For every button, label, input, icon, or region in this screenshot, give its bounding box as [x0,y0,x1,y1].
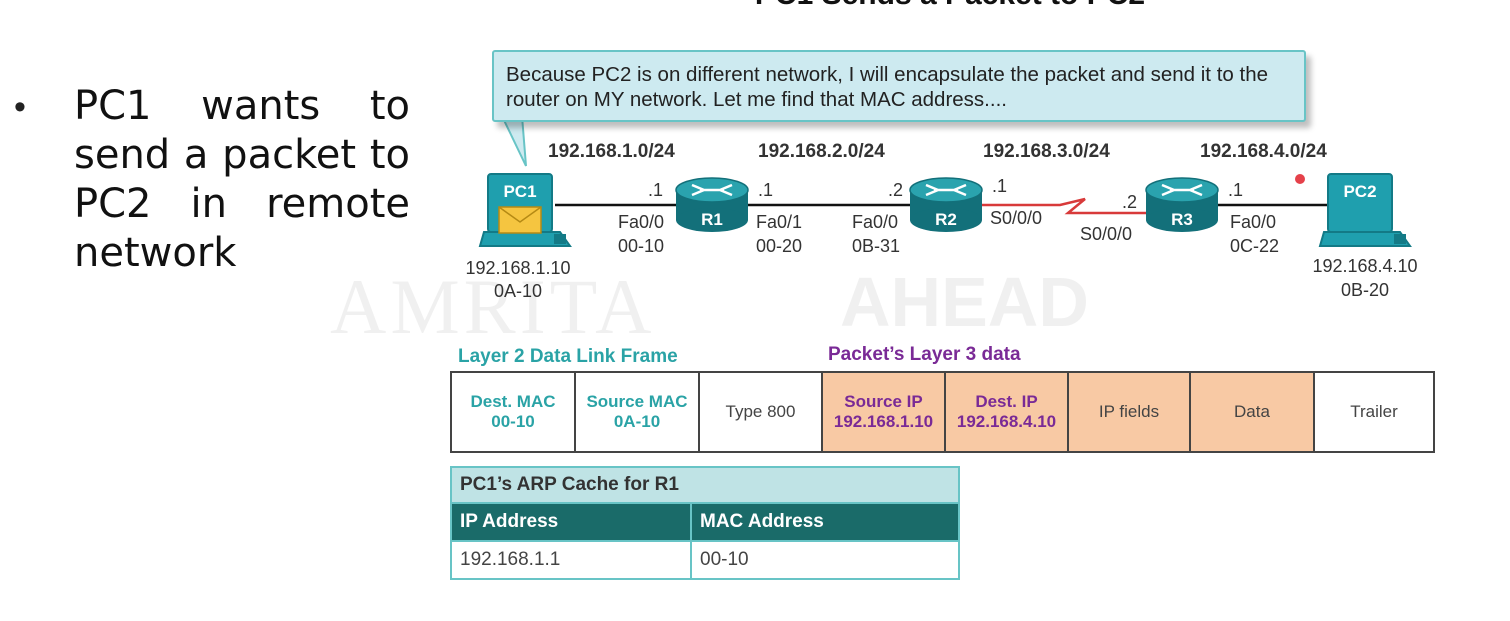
router-r2: R2 [908,176,984,234]
arp-header-row: IP Address MAC Address [452,504,958,542]
r1-left-port: Fa0/0 [618,212,665,232]
dest-ip-label: Dest. IP [975,392,1038,411]
arp-cell-ip: 192.168.1.1 [452,542,692,578]
r2-left-mac: 0B-31 [852,236,901,256]
computer-icon [1318,173,1412,247]
bullet-marker: • [14,88,26,126]
network-label-2: 192.168.2.0/24 [758,141,885,162]
r3-right-port: Fa0/0 [1230,212,1277,232]
frame-diagram: Dest. MAC 00-10 Source MAC 0A-10 Type 80… [450,371,1435,453]
speech-bubble-text: Because PC2 is on different network, I w… [506,63,1268,111]
dest-mac-label: Dest. MAC [470,392,556,411]
frame-cell-type: Type 800 [700,373,823,451]
network-label-4: 192.168.4.0/24 [1200,141,1327,162]
source-ip-label: Source IP [844,392,923,411]
router-r2-label: R2 [935,210,957,229]
arp-header-mac: MAC Address [692,504,958,540]
frame-cell-source-ip: Source IP 192.168.1.10 [823,373,946,451]
data-label: Data [1234,402,1270,421]
frame-cell-trailer: Trailer [1315,373,1433,451]
arp-header-ip: IP Address [452,504,692,540]
arp-cache-table: PC1’s ARP Cache for R1 IP Address MAC Ad… [450,466,960,580]
slide-title: PC1 Sends a Packet to PC2 [600,0,1300,12]
pc1-device: PC1 [478,168,573,253]
router-icon [1145,177,1219,232]
table-row: 192.168.1.1 00-10 [452,542,958,578]
router-r1: R1 [674,176,750,234]
source-ip-value: 192.168.1.10 [833,412,934,431]
pc1-ip: 192.168.1.10 [465,258,571,278]
router-r1-label: R1 [701,210,723,229]
r1-left-mac: 00-10 [618,236,665,256]
watermark-amrita: AMRITA [330,263,656,350]
pc2-device: PC2 [1318,168,1413,253]
watermark-ahead: AHEAD [840,263,1089,341]
arp-cell-mac: 00-10 [692,542,958,578]
frame-cell-data: Data [1191,373,1315,451]
callout-pointer [500,114,527,167]
envelope-icon [498,206,542,234]
router-icon [909,177,983,232]
frame-cell-dest-ip: Dest. IP 192.168.4.10 [946,373,1069,451]
layer2-title: Layer 2 Data Link Frame [458,346,678,367]
r3-right-mac: 0C-22 [1230,236,1280,256]
layer3-title: Packet’s Layer 3 data [828,344,1021,365]
r3-left-port: S0/0/0 [1080,224,1133,244]
pc2-ip: 192.168.4.10 [1312,256,1418,276]
router-r3-label: R3 [1171,210,1193,229]
r3-left-host: .2 [1122,192,1138,212]
r3-right-host: .1 [1228,180,1244,200]
r1-right-mac: 00-20 [756,236,803,256]
frame-cell-dest-mac: Dest. MAC 00-10 [452,373,576,451]
dest-ip-value: 192.168.4.10 [956,412,1057,431]
router-r3: R3 [1144,176,1220,234]
pc2-label: PC2 [1343,182,1377,201]
r2-left-host: .2 [888,180,904,200]
pc2-mac: 0B-20 [1340,280,1390,300]
network-label-1: 192.168.1.0/24 [548,141,675,162]
pc1-mac: 0A-10 [493,281,543,301]
source-mac-value: 0A-10 [613,412,661,431]
source-mac-label: Source MAC [586,392,688,411]
pc1-label: PC1 [503,182,537,201]
r2-right-host: .1 [992,176,1008,196]
dest-mac-value: 00-10 [491,412,535,431]
laser-pointer-dot [1295,174,1305,184]
r1-right-host: .1 [758,180,774,200]
speech-bubble: Because PC2 is on different network, I w… [492,50,1306,122]
frame-cell-source-mac: Source MAC 0A-10 [576,373,700,451]
r2-right-port: S0/0/0 [990,208,1043,228]
type-label: Type 800 [725,402,796,421]
router-icon [675,177,749,232]
r2-left-port: Fa0/0 [852,212,899,232]
network-label-3: 192.168.3.0/24 [983,141,1110,162]
bullet-text: PC1 wants to send a packet to PC2 in rem… [74,83,410,276]
r1-left-host: .1 [648,180,664,200]
arp-cache-title: PC1’s ARP Cache for R1 [452,468,958,504]
r1-right-port: Fa0/1 [756,212,803,232]
frame-cell-ip-fields: IP fields [1069,373,1191,451]
ip-fields-label: IP fields [1098,402,1160,421]
trailer-label: Trailer [1350,402,1398,421]
